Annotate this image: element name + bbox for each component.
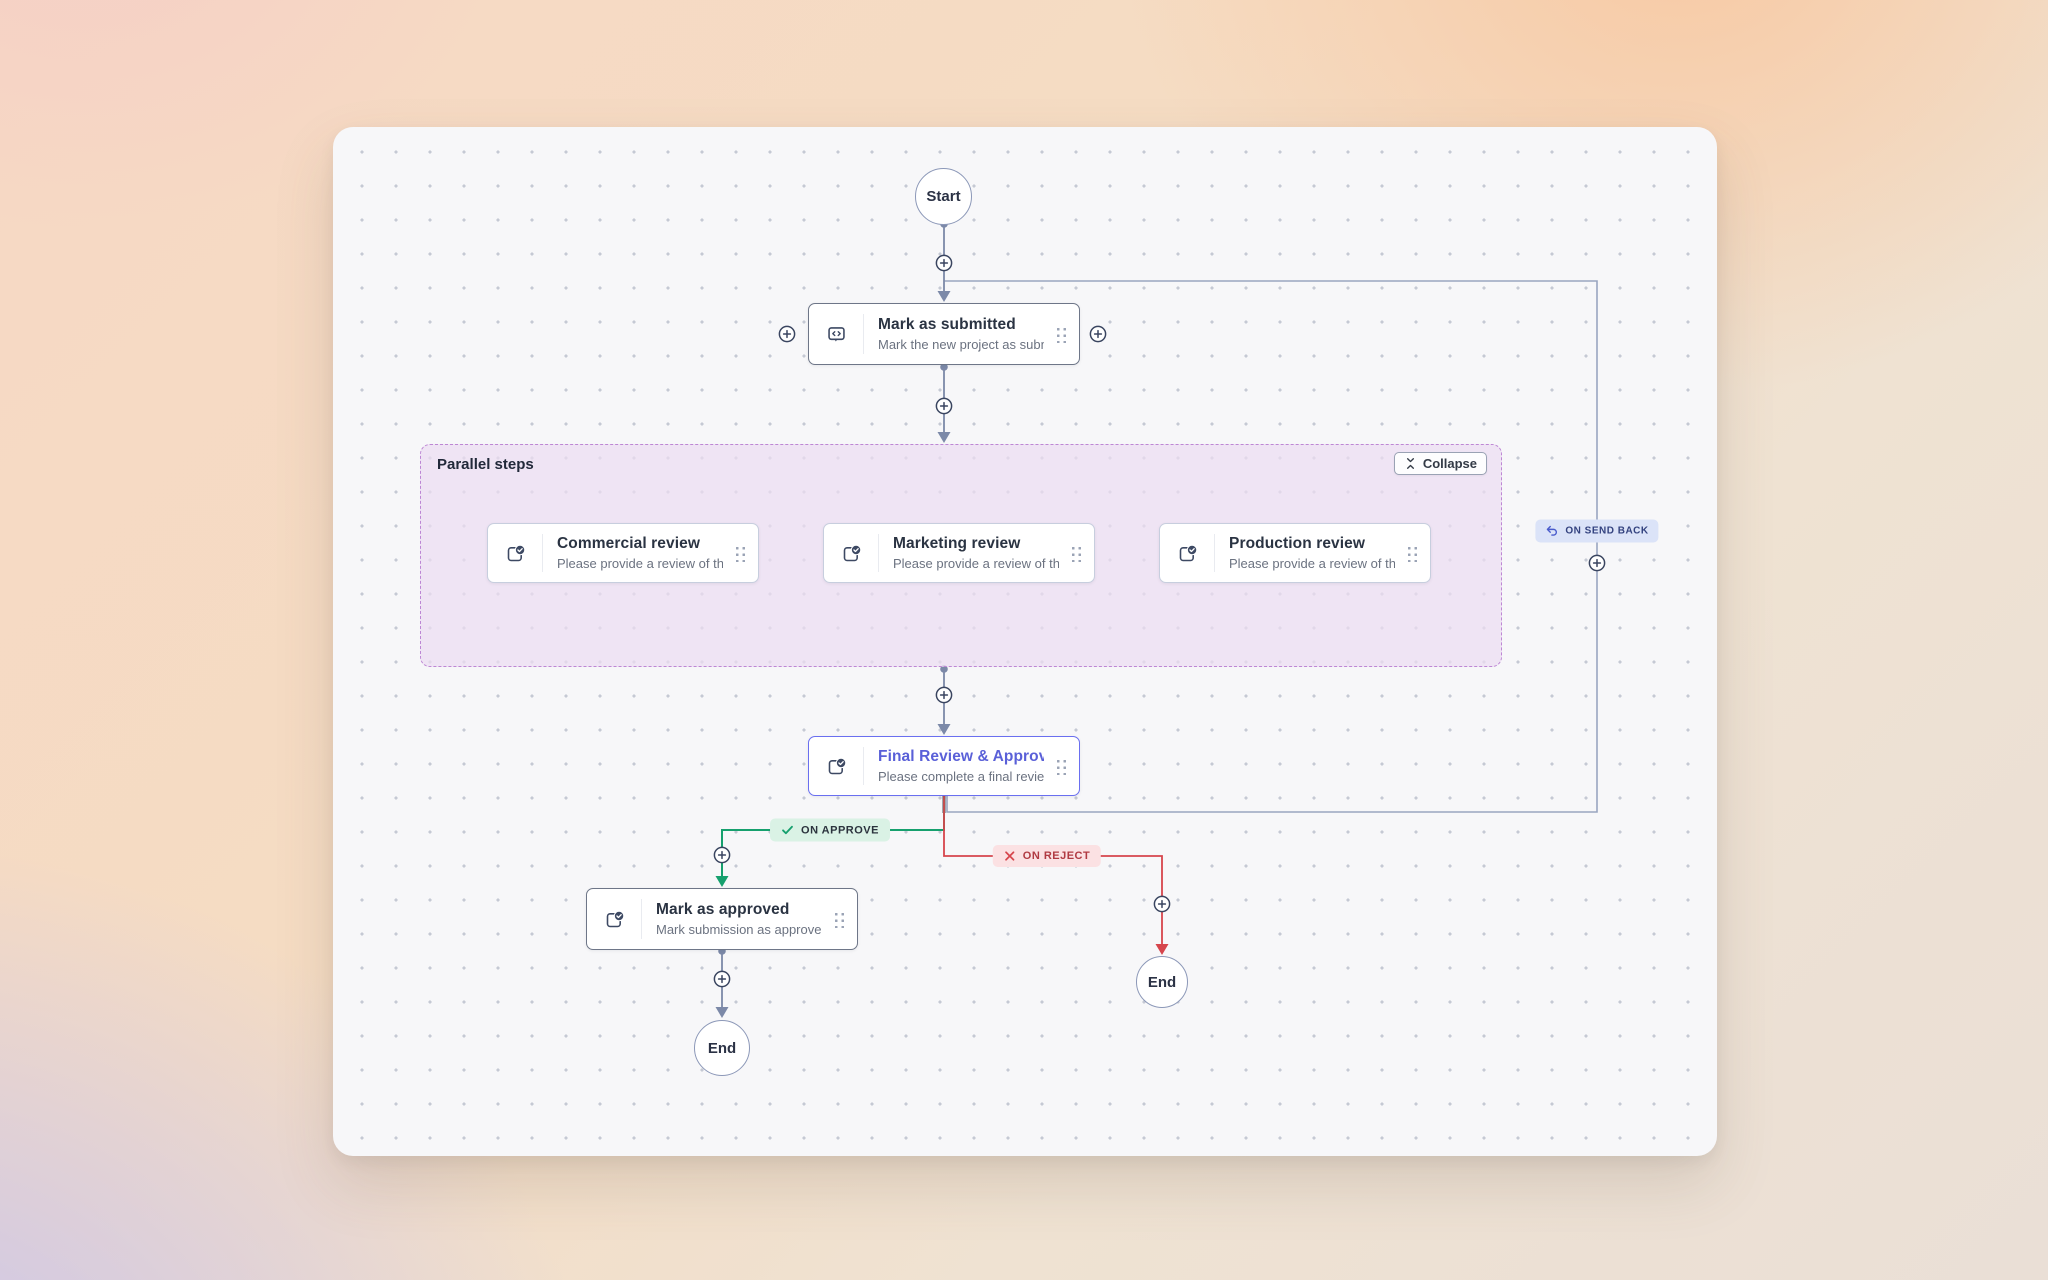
node-subtitle: Please provide a review of the comm... (557, 556, 723, 571)
edge-on-send-back (944, 280, 1598, 813)
add-step-button[interactable] (1089, 325, 1107, 343)
divider (542, 534, 543, 572)
add-step-button[interactable] (713, 846, 731, 864)
group-label: Parallel steps (437, 456, 534, 473)
approval-icon (498, 543, 532, 564)
end-label: End (707, 1039, 737, 1057)
arrowhead-green (715, 876, 729, 887)
node-title: Final Review & Approval (878, 748, 1044, 765)
node-marketing-review[interactable]: Marketing review Please provide a review… (823, 523, 1095, 583)
undo-icon (1546, 525, 1557, 536)
node-mark-as-approved[interactable]: Mark as approved Mark submission as appr… (586, 888, 858, 950)
approval-icon (819, 756, 853, 777)
edge-label-on-send-back[interactable]: ON SEND BACK (1535, 519, 1659, 543)
approval-icon (834, 543, 868, 564)
drag-handle[interactable] (1405, 544, 1418, 562)
add-step-button[interactable] (713, 970, 731, 988)
divider (878, 534, 879, 572)
arrowhead (937, 724, 951, 735)
divider (1214, 534, 1215, 572)
node-subtitle: Please provide a review of the market... (893, 556, 1059, 571)
drag-handle[interactable] (832, 910, 845, 928)
collapse-button[interactable]: Collapse (1393, 452, 1487, 475)
start-terminal[interactable]: Start (915, 168, 972, 225)
flow-canvas[interactable]: Parallel steps Collapse Start End End Ma… (333, 127, 1717, 1156)
add-step-button[interactable] (935, 686, 953, 704)
node-production-review[interactable]: Production review Please provide a revie… (1159, 523, 1431, 583)
node-title: Mark as approved (656, 901, 790, 918)
edge-label-on-reject[interactable]: ON REJECT (992, 845, 1102, 867)
add-step-button[interactable] (935, 254, 953, 272)
node-commercial-review[interactable]: Commercial review Please provide a revie… (487, 523, 759, 583)
arrowhead (715, 1007, 729, 1018)
add-step-button[interactable] (935, 397, 953, 415)
divider (863, 747, 864, 785)
node-subtitle: Please provide a review of the produ... (1229, 556, 1395, 571)
add-step-button[interactable] (1588, 554, 1606, 572)
node-final-review-approval[interactable]: Final Review & Approval Please complete … (808, 736, 1080, 796)
divider (863, 314, 864, 354)
node-title: Mark as submitted (878, 316, 1016, 333)
bot-icon (819, 324, 853, 345)
node-title: Marketing review (893, 535, 1021, 552)
node-title: Commercial review (557, 535, 700, 552)
check-icon (782, 825, 793, 835)
arrowhead (937, 291, 951, 302)
edge-label-on-approve[interactable]: ON APPROVE (770, 818, 890, 842)
x-icon (1005, 851, 1015, 861)
start-label: Start (926, 188, 961, 205)
arrowhead (937, 432, 951, 443)
arrowhead-red (1155, 944, 1169, 955)
end-terminal-rejected[interactable]: End (1136, 956, 1188, 1008)
node-subtitle: Please complete a final review, look... (878, 769, 1044, 784)
node-mark-as-submitted[interactable]: Mark as submitted Mark the new project a… (808, 303, 1080, 365)
node-title: Production review (1229, 535, 1366, 552)
drag-handle[interactable] (1054, 325, 1067, 343)
edge-on-reject (943, 795, 1163, 944)
node-subtitle: Mark submission as approved ... (656, 922, 822, 937)
drag-handle[interactable] (733, 544, 746, 562)
divider (641, 899, 642, 939)
drag-handle[interactable] (1069, 544, 1082, 562)
node-subtitle: Mark the new project as submitted (878, 337, 1044, 352)
end-terminal-approved[interactable]: End (694, 1020, 750, 1076)
collapse-vertical-icon (1406, 458, 1414, 469)
collapse-label: Collapse (1422, 456, 1477, 471)
end-label: End (1147, 973, 1177, 991)
drag-handle[interactable] (1054, 757, 1067, 775)
approval-icon (1170, 543, 1204, 564)
add-step-button[interactable] (778, 325, 796, 343)
add-step-button[interactable] (1153, 895, 1171, 913)
approval-icon (597, 909, 631, 930)
